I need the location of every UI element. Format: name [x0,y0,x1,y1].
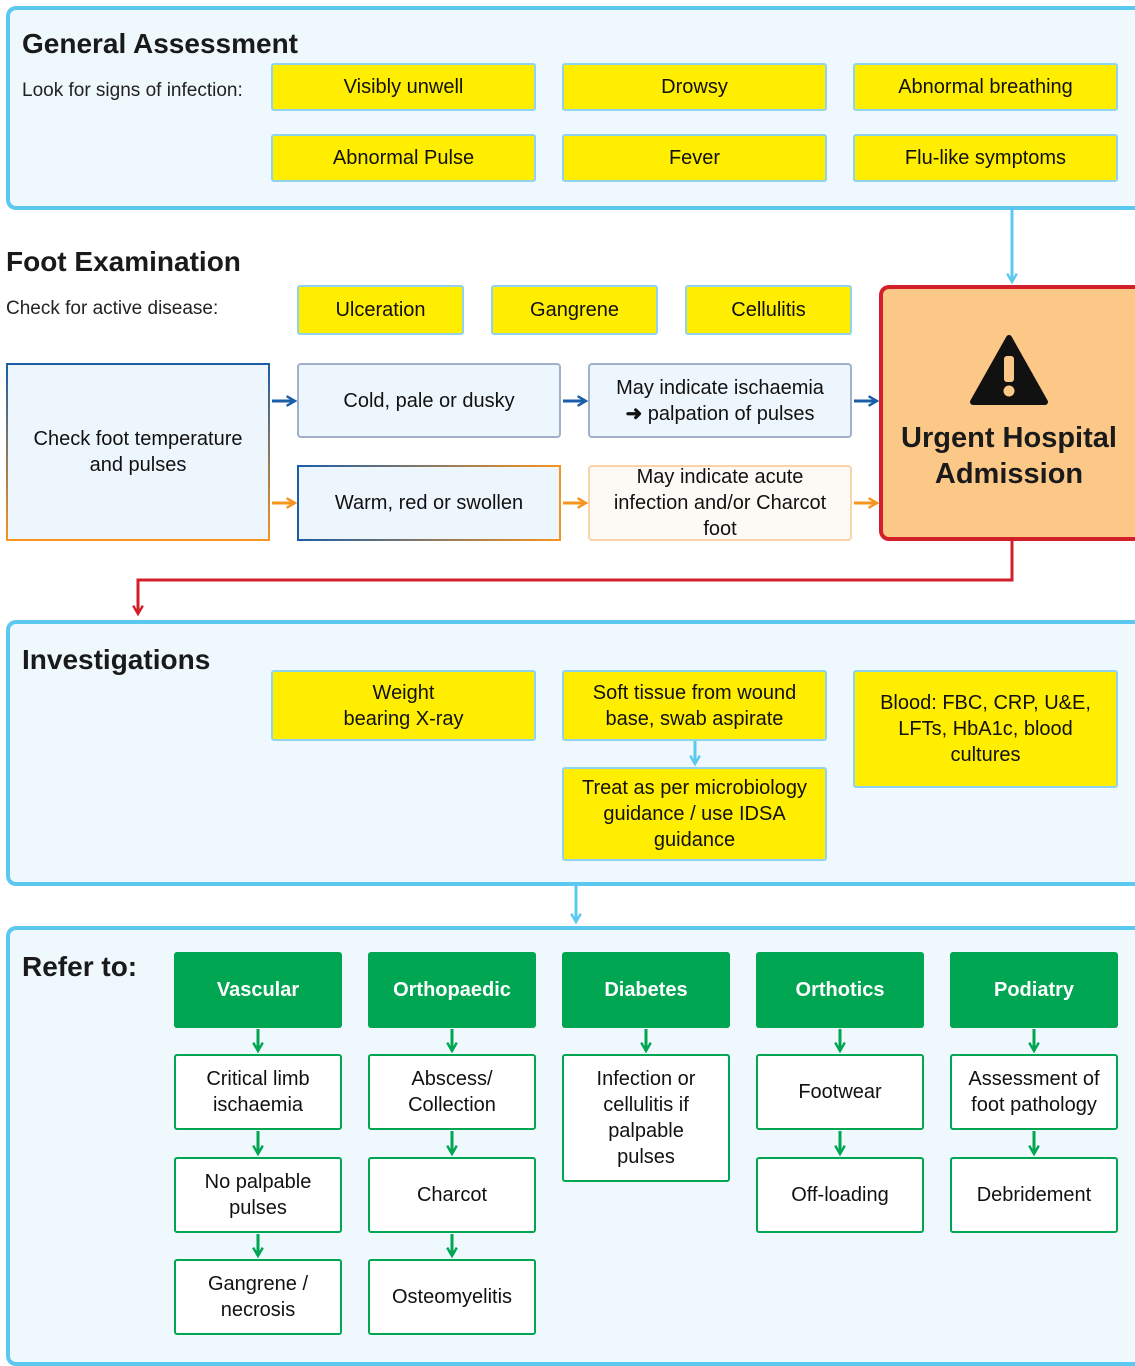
refer-head-orthotics: Orthotics [756,952,924,1028]
ischaemia-line2-wrap: ➜ palpation of pulses [625,401,814,427]
urgent-hospital-admission-title: Urgent Hospital Admission [901,422,1117,490]
treat-microbiology-box: Treat as per microbiology guidance / use… [562,767,827,861]
urgent-hospital-admission-box: Urgent Hospital Admission [879,285,1135,541]
general-assessment-title: General Assessment [22,28,298,59]
foot-examination-subtitle: Check for active disease: [6,298,219,319]
sign-abnormal-breathing: Abnormal breathing [853,63,1118,111]
refer-head-orthopaedic: Orthopaedic [368,952,536,1028]
disease-cellulitis: Cellulitis [685,285,852,335]
sign-fever: Fever [562,134,827,182]
ischaemia-line2: palpation of pulses [647,402,815,425]
soft-tissue-box: Soft tissue from wound base, swab aspira… [562,670,827,741]
refer-head-diabetes: Diabetes [562,952,730,1028]
disease-ulceration: Ulceration [297,285,464,335]
sign-drowsy: Drowsy [562,63,827,111]
orthotics-item-2: Off-loading [756,1157,924,1233]
check-temperature-box: Check foot temperature and pulses [6,363,270,541]
sign-visibly-unwell: Visibly unwell [271,63,536,111]
orthotics-item-1: Footwear [756,1054,924,1130]
warm-red-swollen-box: Warm, red or swollen [297,465,561,541]
arrow-urgent-to-investigations [132,541,1014,617]
vascular-item-2: No palpable pulses [174,1157,342,1233]
disease-gangrene: Gangrene [491,285,658,335]
general-assessment-subtitle: Look for signs of infection: [22,80,243,101]
cold-pale-dusky-box: Cold, pale or dusky [297,363,561,438]
orthopaedic-item-3: Osteomyelitis [368,1259,536,1335]
arrow-right-icon: ➜ [625,402,648,425]
vascular-item-3: Gangrene / necrosis [174,1259,342,1335]
ischaemia-box: May indicate ischaemia ➜ palpation of pu… [588,363,852,438]
refer-title: Refer to: [22,951,138,982]
ischaemia-line1: May indicate ischaemia [616,376,824,399]
vascular-item-1: Critical limb ischaemia [174,1054,342,1130]
orthopaedic-item-2: Charcot [368,1157,536,1233]
diabetes-item-1: Infection or cellulitis if palpable puls… [562,1054,730,1182]
foot-examination-title: Foot Examination [6,246,241,277]
warning-triangle-icon [970,335,1048,405]
podiatry-item-2: Debridement [950,1157,1118,1233]
weight-bearing-xray-box: Weight bearing X-ray [271,670,536,741]
refer-head-podiatry: Podiatry [950,952,1118,1028]
bloods-box: Blood: FBC, CRP, U&E, LFTs, HbA1c, blood… [853,670,1118,788]
investigations-title: Investigations [22,644,211,675]
sign-abnormal-pulse: Abnormal Pulse [271,134,536,182]
sign-flu-like-symptoms: Flu-like symptoms [853,134,1118,182]
podiatry-item-1: Assessment of foot pathology [950,1054,1118,1130]
acute-infection-box: May indicate acute infection and/or Char… [588,465,852,541]
refer-head-vascular: Vascular [174,952,342,1028]
orthopaedic-item-1: Abscess/ Collection [368,1054,536,1130]
